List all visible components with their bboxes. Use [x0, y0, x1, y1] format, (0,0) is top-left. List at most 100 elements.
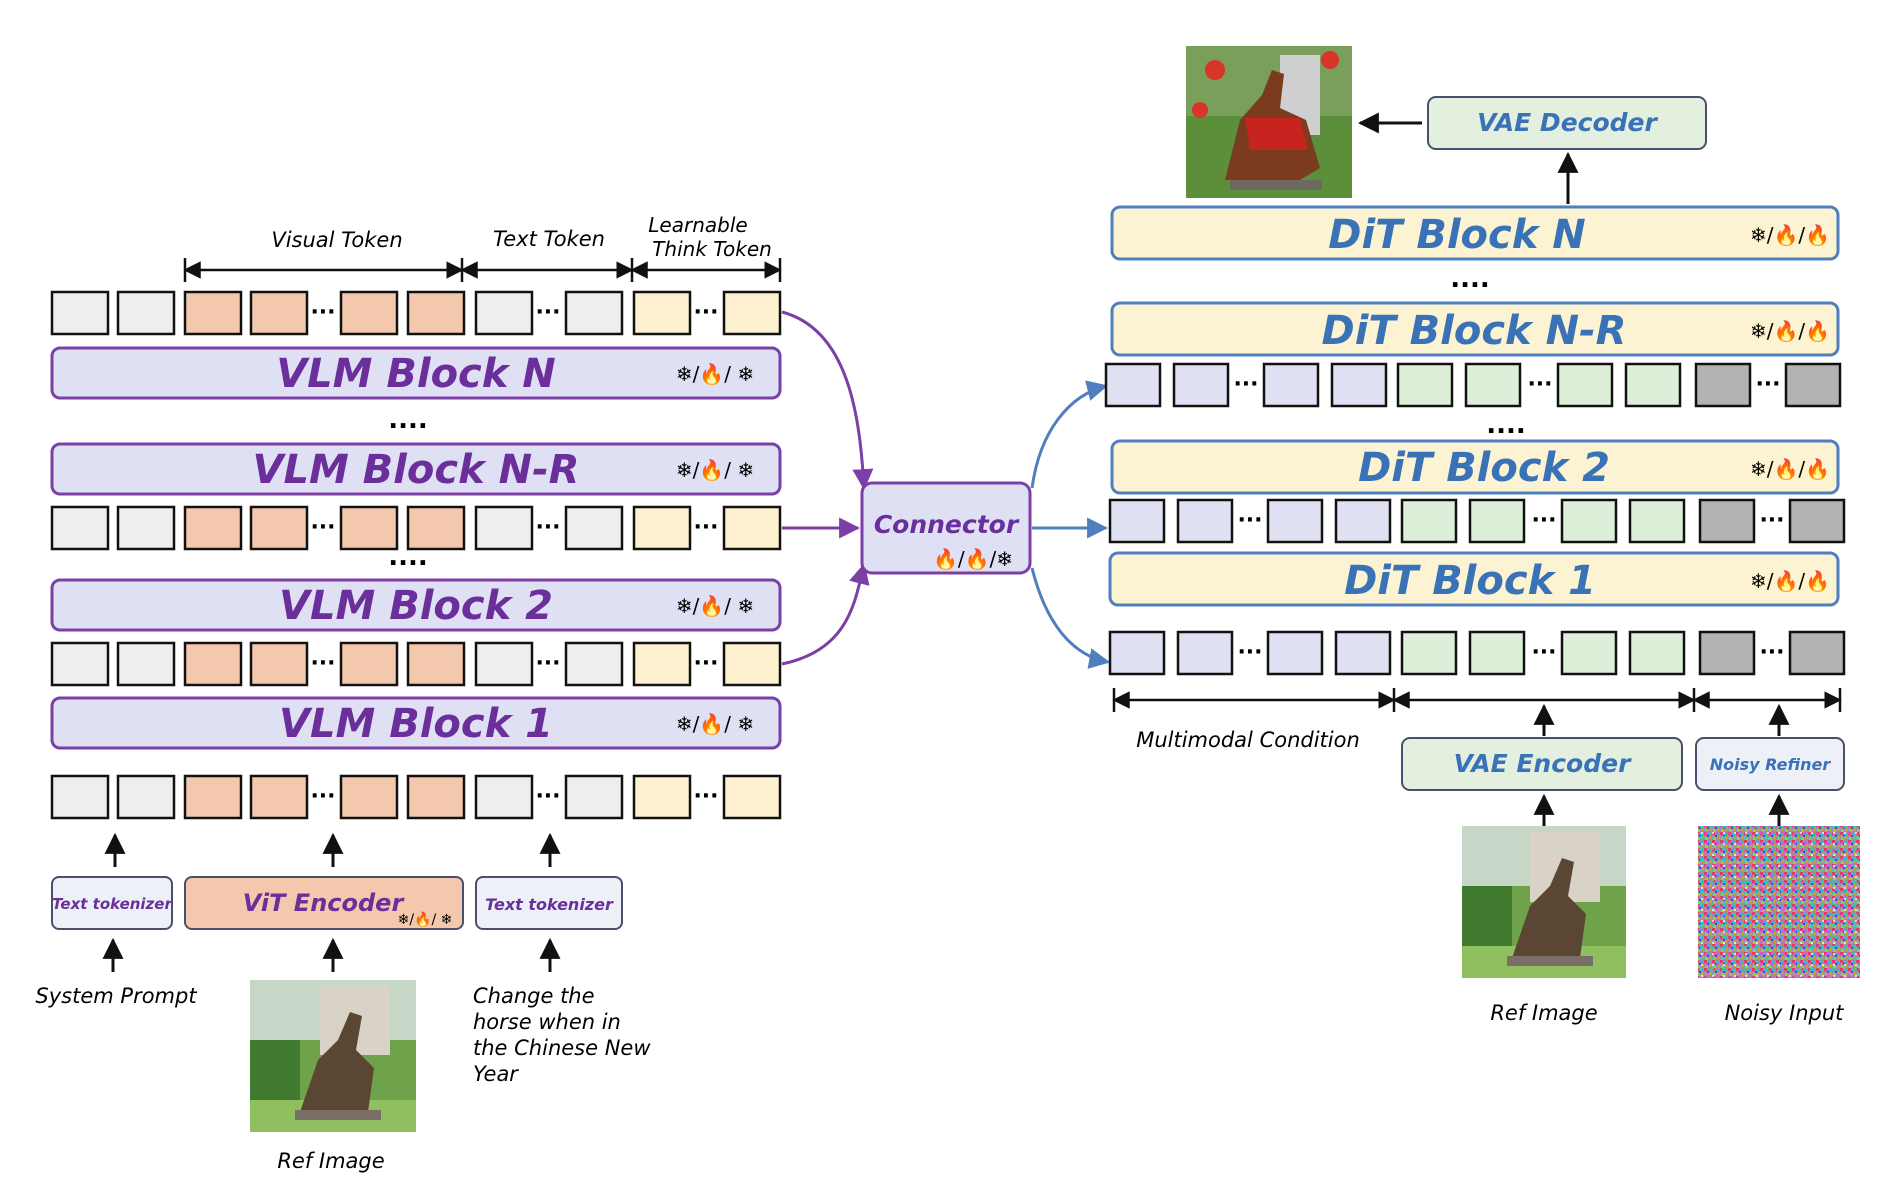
- token-ellipsis: ···: [693, 651, 718, 676]
- token-text-token: [50, 774, 110, 820]
- vlm-block-n-label: VLM Block N: [276, 351, 556, 397]
- token-think-token: [632, 505, 692, 551]
- dit-block-2: DiT Block 2 ❄/🔥/🔥: [1110, 439, 1840, 495]
- token-dit-img-token: [1468, 498, 1526, 544]
- dit-token-row-2: ·········: [1108, 498, 1846, 544]
- token-dit-cond-token: [1172, 362, 1230, 408]
- dit-token-rows: ···························: [1104, 362, 1846, 676]
- condition-brackets: [1112, 688, 1842, 712]
- text-tokenizer-left-label: Text tokenizer: [52, 895, 173, 913]
- token-dit-noise-token: [1698, 630, 1756, 676]
- text-tokenizer-right-label: Text tokenizer: [485, 895, 614, 914]
- token-think-token: [722, 290, 782, 336]
- token-text-token: [50, 505, 110, 551]
- token-dit-img-token: [1400, 498, 1458, 544]
- ref-image-left-label: Ref Image: [277, 1149, 384, 1173]
- token-visual-token: [406, 290, 466, 336]
- token-dit-cond-token: [1330, 362, 1388, 408]
- token-ellipsis: ···: [310, 784, 335, 809]
- vlm-token-row-2: ·········: [50, 505, 782, 551]
- token-span-brackets: Visual Token Text Token Learnable Think …: [183, 213, 782, 282]
- token-visual-token: [339, 290, 399, 336]
- token-dit-noise-token: [1698, 498, 1756, 544]
- ref-image-right: [1462, 826, 1626, 978]
- vlm-block-1-status-icons: ❄/🔥/ ❄: [676, 712, 754, 736]
- connector-to-dit-arrows: [1030, 380, 1111, 669]
- token-text-token: [564, 774, 624, 820]
- dit-block-2-label: DiT Block 2: [1358, 445, 1610, 491]
- instruction-text: Change the horse when in the Chinese New…: [473, 984, 651, 1086]
- token-visual-token: [183, 290, 243, 336]
- token-dit-img-token: [1628, 498, 1686, 544]
- vit-encoder-status-icons: ❄/🔥/ ❄: [398, 911, 453, 928]
- token-ellipsis: ···: [693, 515, 718, 540]
- vlm-section: Visual Token Text Token Learnable Think …: [35, 213, 874, 1173]
- instruction-line-3: the Chinese New: [473, 1036, 651, 1060]
- token-text-token: [50, 290, 110, 336]
- token-ellipsis: ···: [693, 784, 718, 809]
- token-dit-cond-token: [1176, 630, 1234, 676]
- vlm-token-rows: ····································: [50, 290, 782, 820]
- token-dit-cond-token: [1108, 498, 1166, 544]
- token-ellipsis: ···: [1233, 372, 1258, 397]
- token-ellipsis: ···: [535, 651, 560, 676]
- token-text-token: [474, 290, 534, 336]
- noisy-input-image: [1698, 826, 1860, 978]
- token-think-token: [632, 290, 692, 336]
- token-think-token: [632, 641, 692, 687]
- token-text-token: [564, 290, 624, 336]
- token-dit-noise-token: [1788, 498, 1846, 544]
- token-visual-token: [249, 641, 309, 687]
- text-tokenizer-left: Text tokenizer: [51, 876, 173, 930]
- token-dit-noise-token: [1694, 362, 1752, 408]
- visual-token-label: Visual Token: [271, 228, 402, 252]
- token-text-token: [474, 641, 534, 687]
- token-dit-cond-token: [1334, 630, 1392, 676]
- token-visual-token: [406, 505, 466, 551]
- vlm-to-connector-arrows: [781, 310, 874, 666]
- learnable-label-line2: Think Token: [652, 237, 772, 261]
- instruction-line-1: Change the: [473, 984, 595, 1008]
- dit-token-row-1: ·········: [1104, 362, 1842, 408]
- token-dit-cond-token: [1108, 630, 1166, 676]
- input-arrows: [102, 832, 561, 972]
- vlm-block-2: VLM Block 2 ❄/🔥/ ❄: [50, 578, 782, 632]
- vlm-block-n-r-label: VLM Block N-R: [253, 447, 580, 493]
- token-ellipsis: ···: [310, 515, 335, 540]
- dit-block-1-label: DiT Block 1: [1344, 558, 1596, 604]
- ref-image-right-label: Ref Image: [1490, 1001, 1597, 1025]
- token-text-token: [474, 774, 534, 820]
- vlm-token-row-1: ·········: [50, 290, 782, 336]
- token-dit-img-token: [1464, 362, 1522, 408]
- vlm-block-2-status-icons: ❄/🔥/ ❄: [676, 594, 754, 618]
- token-ellipsis: ···: [1527, 372, 1552, 397]
- vlm-block-2-label: VLM Block 2: [279, 583, 553, 629]
- token-dit-noise-token: [1788, 630, 1846, 676]
- token-visual-token: [339, 505, 399, 551]
- vae-encoder: VAE Encoder: [1401, 737, 1683, 791]
- vlm-block-1: VLM Block 1 ❄/🔥/ ❄: [50, 696, 782, 750]
- token-ellipsis: ···: [1759, 508, 1784, 533]
- token-ellipsis: ···: [310, 300, 335, 325]
- dit-block-n-r: DiT Block N-R ❄/🔥/🔥: [1110, 301, 1840, 357]
- token-text-token: [564, 641, 624, 687]
- multimodal-condition-label: Multimodal Condition: [1136, 728, 1360, 752]
- token-dit-img-token: [1628, 630, 1686, 676]
- dit-block-n-label: DiT Block N: [1328, 212, 1586, 258]
- token-ellipsis: ···: [1237, 640, 1262, 665]
- token-dit-img-token: [1624, 362, 1682, 408]
- vae-encoder-label: VAE Encoder: [1454, 749, 1633, 778]
- token-dit-noise-token: [1784, 362, 1842, 408]
- token-ellipsis: ···: [535, 784, 560, 809]
- token-text-token: [116, 641, 176, 687]
- noisy-input-label: Noisy Input: [1725, 1001, 1845, 1025]
- token-visual-token: [249, 290, 309, 336]
- dit-ellipsis-upper: ....: [1450, 264, 1490, 294]
- token-visual-token: [406, 641, 466, 687]
- dit-block-1: DiT Block 1 ❄/🔥/🔥: [1108, 551, 1840, 607]
- token-ellipsis: ···: [535, 300, 560, 325]
- token-think-token: [632, 774, 692, 820]
- dit-token-row-3: ·········: [1108, 630, 1846, 676]
- dit-block-n-status-icons: ❄/🔥/🔥: [1750, 223, 1830, 247]
